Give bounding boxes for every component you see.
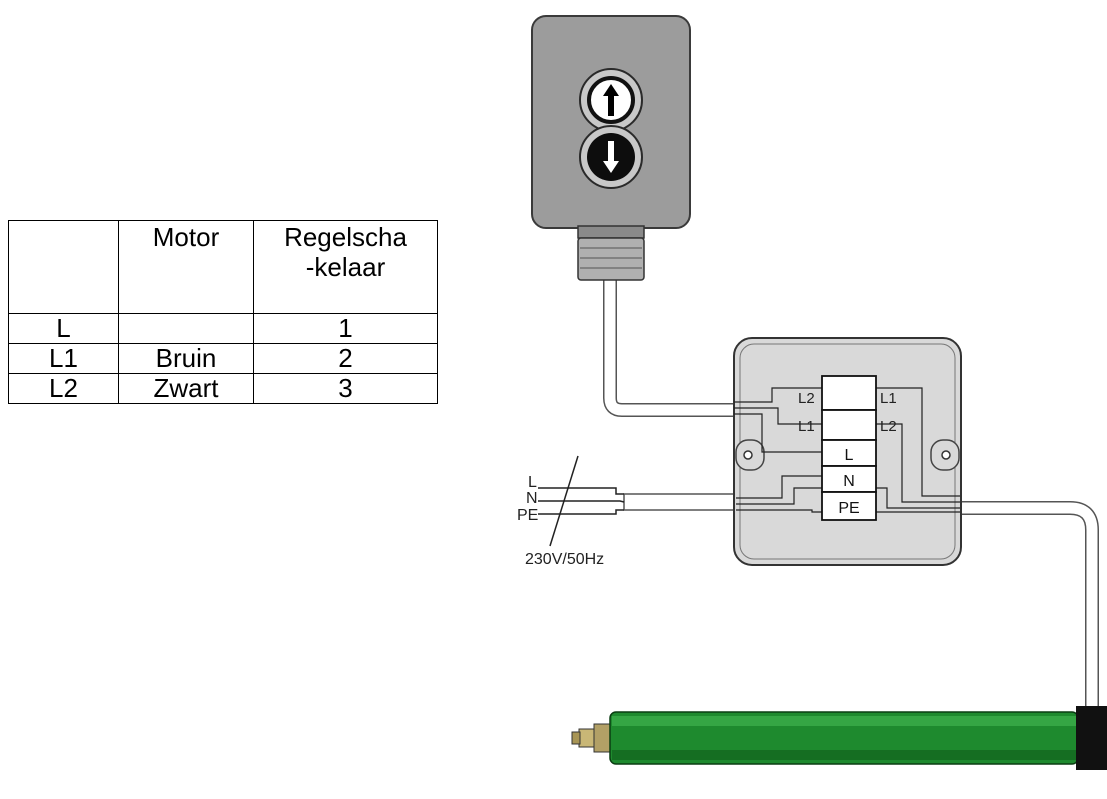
mains-label-l: L (528, 474, 537, 491)
header-switch-line-2: -kelaar (305, 252, 386, 282)
voltage-label: 230V/50Hz (525, 551, 604, 568)
up-button[interactable] (579, 68, 643, 132)
mains-label-pe: PE (517, 507, 538, 524)
mains-cable (623, 493, 737, 511)
header-cell-switch: Regelscha -kelaar (253, 220, 438, 314)
table-cell: L2 (8, 373, 119, 404)
switch-cable (603, 280, 734, 417)
table-cell: L (8, 313, 119, 344)
mains-label-n: N (526, 490, 538, 507)
junction-box: L N PE L2 L1 L1 L2 (733, 337, 962, 566)
wiring-table: Motor Regelscha -kelaar L 1 L1 Bruin 2 L… (8, 220, 438, 404)
motor-cable (960, 501, 1099, 712)
motor-head (1076, 706, 1107, 770)
header-cell-motor: Motor (118, 220, 254, 314)
table-cell: Zwart (118, 373, 254, 404)
tubular-motor (571, 706, 1107, 770)
arrow-up-icon (603, 84, 619, 116)
table-cell: L1 (8, 343, 119, 374)
terminal-label-pe: PE (838, 500, 859, 517)
terminal-block: L N PE (821, 375, 877, 521)
internal-wiring (734, 387, 960, 513)
table-cell: Bruin (118, 343, 254, 374)
mains-supply: L N PE 230V/50Hz (517, 455, 625, 568)
header-cell-empty (8, 220, 119, 314)
mounting-hole-left (735, 439, 765, 471)
table-cell: 1 (253, 313, 438, 344)
table-cell: 2 (253, 343, 438, 374)
table-row: L 1 (8, 313, 438, 344)
wire-label-l2-left: L2 (798, 390, 815, 407)
three-phase-slash (549, 455, 579, 547)
wire-label-l1-right: L1 (880, 390, 897, 407)
table-row: L1 Bruin 2 (8, 343, 438, 374)
terminal-label-l: L (845, 447, 854, 464)
arrow-down-icon (603, 141, 619, 173)
terminal-label-n: N (843, 473, 855, 490)
control-switch (531, 15, 691, 281)
header-switch-line-1: Regelscha (284, 222, 407, 252)
cable-gland (577, 237, 645, 281)
wire-label-l2-right: L2 (880, 418, 897, 435)
wiring-diagram: L N PE L2 L1 L1 L2 L N PE 230V/50Hz (517, 15, 1107, 770)
table-header-row: Motor Regelscha -kelaar (8, 220, 438, 314)
down-button[interactable] (579, 125, 643, 189)
table-row: L2 Zwart 3 (8, 373, 438, 404)
wire-label-l1-left: L1 (798, 418, 815, 435)
table-cell: 3 (253, 373, 438, 404)
table-cell (118, 313, 254, 344)
mounting-hole-right (930, 439, 960, 471)
